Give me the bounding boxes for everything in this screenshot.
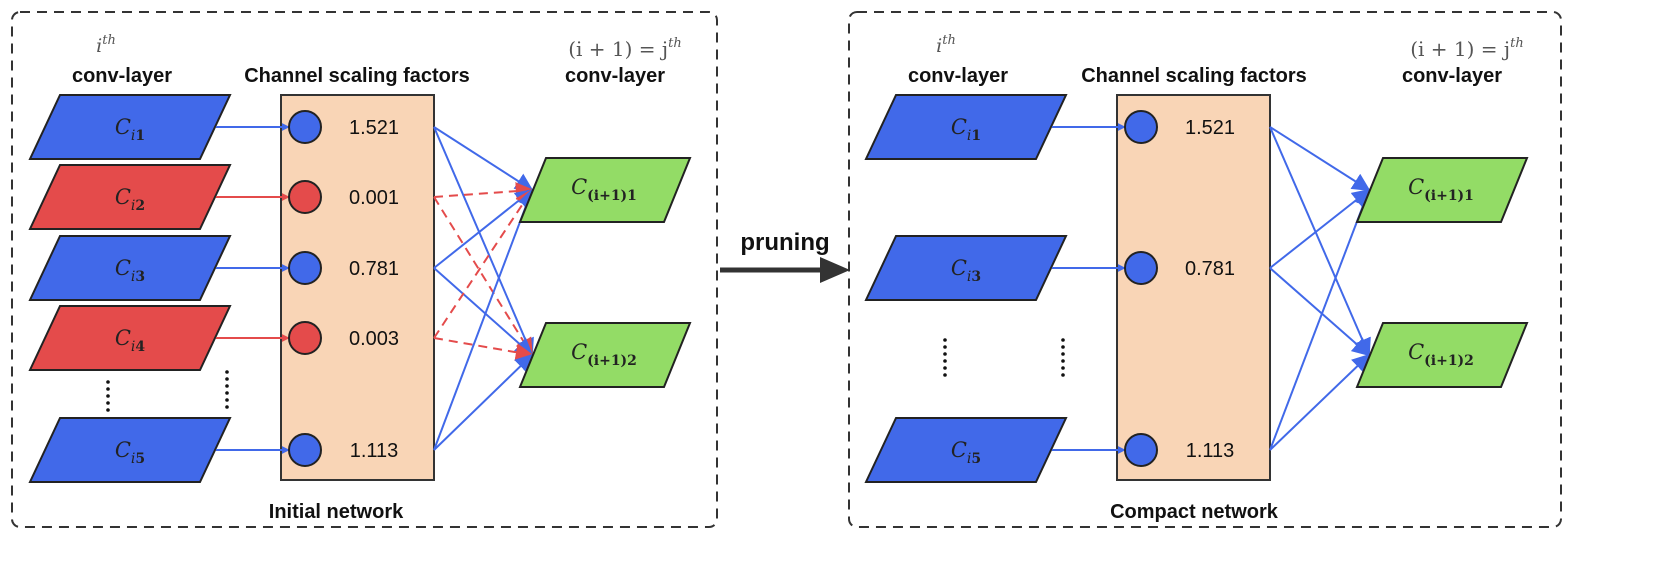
compact-input-channel-3 bbox=[864, 417, 1068, 483]
initial-connection-3-to-2 bbox=[433, 267, 534, 357]
initial-input-channel-5 bbox=[28, 417, 232, 483]
initial-connection-4-to-2 bbox=[433, 337, 534, 362]
compact-right-header-label: conv-layer bbox=[1402, 65, 1502, 87]
initial-output-channel-1 bbox=[518, 157, 692, 223]
initial-right-header-math: (i + 1) = jth bbox=[568, 36, 681, 61]
initial-scaling-box bbox=[280, 94, 435, 481]
initial-input-channel-3-label: Ci3 bbox=[115, 256, 145, 285]
initial-scaling-node-3 bbox=[288, 251, 322, 285]
initial-output-channel-2-label: C(i+1)2 bbox=[571, 340, 637, 369]
compact-output-channel-2-label: C(i+1)2 bbox=[1408, 340, 1474, 369]
compact-connection-3-to-1 bbox=[1269, 188, 1372, 451]
compact-output-channel-1-label: C(i+1)1 bbox=[1408, 175, 1474, 204]
compact-input-channel-1-label: Ci1 bbox=[951, 115, 981, 144]
initial-mid-ellipsis bbox=[225, 370, 229, 409]
initial-connection-4-to-1 bbox=[433, 188, 533, 339]
initial-input-channel-2-label: Ci2 bbox=[115, 185, 145, 214]
compact-left-ellipsis bbox=[943, 338, 947, 377]
compact-right-header-math: (i + 1) = jth bbox=[1410, 36, 1523, 61]
compact-left-header-index: ith bbox=[936, 33, 956, 57]
pruning-arrow-head bbox=[820, 257, 850, 283]
initial-right-header-label: conv-layer bbox=[565, 65, 665, 87]
compact-panel-border bbox=[848, 11, 1562, 528]
compact-connection-1-to-2 bbox=[1269, 126, 1371, 357]
initial-input-channel-4-label: Ci4 bbox=[115, 326, 146, 355]
compact-output-channel-1 bbox=[1355, 157, 1529, 223]
compact-connection-2-to-2 bbox=[1269, 267, 1371, 357]
initial-left-header-label: conv-layer bbox=[72, 65, 172, 87]
compact-network-panel: ith conv-layer Channel scaling factors (… bbox=[848, 11, 1562, 528]
initial-connection-2-to-1 bbox=[433, 182, 534, 201]
initial-connection-5-to-1 bbox=[433, 188, 535, 451]
initial-input-channel-1-label: Ci1 bbox=[115, 115, 145, 144]
initial-output-channel-2 bbox=[518, 322, 692, 388]
initial-scaling-factor-3: 0.781 bbox=[349, 258, 399, 280]
initial-panel-border bbox=[11, 11, 718, 528]
initial-input-channel-2 bbox=[28, 164, 232, 230]
initial-input-channel-1 bbox=[28, 94, 232, 160]
compact-scaling-box bbox=[1116, 94, 1271, 481]
initial-input-channel-3 bbox=[28, 235, 232, 301]
initial-connection-1-to-1 bbox=[433, 126, 534, 191]
compact-scaling-factor-3: 1.113 bbox=[1186, 440, 1235, 462]
compact-scaling-factor-1: 1.521 bbox=[1185, 117, 1235, 139]
initial-caption: Initial network bbox=[269, 501, 404, 523]
compact-mid-ellipsis bbox=[1061, 338, 1065, 377]
initial-scaling-node-2 bbox=[288, 180, 322, 214]
compact-connection-2-to-1 bbox=[1269, 188, 1371, 269]
initial-left-header-index: ith bbox=[96, 33, 116, 57]
compact-connection-1-to-1 bbox=[1269, 126, 1371, 191]
compact-input-channel-3-label: Ci5 bbox=[951, 438, 981, 467]
pruning-label: pruning bbox=[740, 229, 829, 256]
initial-input-channel-4 bbox=[28, 305, 232, 371]
initial-left-ellipsis bbox=[106, 380, 110, 412]
initial-connection-1-to-2 bbox=[433, 126, 534, 357]
compact-scaling-node-2 bbox=[1124, 251, 1158, 285]
initial-connection-5-to-2 bbox=[433, 353, 534, 451]
compact-left-header-label: conv-layer bbox=[908, 65, 1008, 87]
compact-scaling-node-3 bbox=[1124, 433, 1158, 467]
initial-mid-header: Channel scaling factors bbox=[244, 65, 470, 87]
initial-network-panel: ith conv-layer Channel scaling factors (… bbox=[11, 11, 718, 528]
initial-scaling-factor-5: 1.113 bbox=[350, 440, 399, 462]
compact-scaling-factor-2: 0.781 bbox=[1185, 258, 1235, 280]
compact-input-channel-2-label: Ci3 bbox=[951, 256, 981, 285]
initial-scaling-factor-2: 0.001 bbox=[349, 187, 399, 209]
initial-scaling-node-5 bbox=[288, 433, 322, 467]
compact-caption: Compact network bbox=[1110, 501, 1279, 523]
initial-connection-2-to-2 bbox=[433, 196, 533, 357]
compact-scaling-node-1 bbox=[1124, 110, 1158, 144]
initial-input-channel-5-label: Ci5 bbox=[115, 438, 145, 467]
compact-connection-3-to-2 bbox=[1269, 353, 1371, 451]
compact-output-channel-2 bbox=[1355, 322, 1529, 388]
compact-input-channel-1 bbox=[864, 94, 1068, 160]
initial-scaling-factor-1: 1.521 bbox=[349, 117, 399, 139]
initial-scaling-factor-4: 0.003 bbox=[349, 328, 399, 350]
compact-input-channel-2 bbox=[864, 235, 1068, 301]
pruning-arrow: pruning bbox=[720, 229, 850, 283]
initial-scaling-node-4 bbox=[288, 321, 322, 355]
initial-scaling-node-1 bbox=[288, 110, 322, 144]
initial-output-channel-1-label: C(i+1)1 bbox=[571, 175, 637, 204]
compact-mid-header: Channel scaling factors bbox=[1081, 65, 1307, 87]
